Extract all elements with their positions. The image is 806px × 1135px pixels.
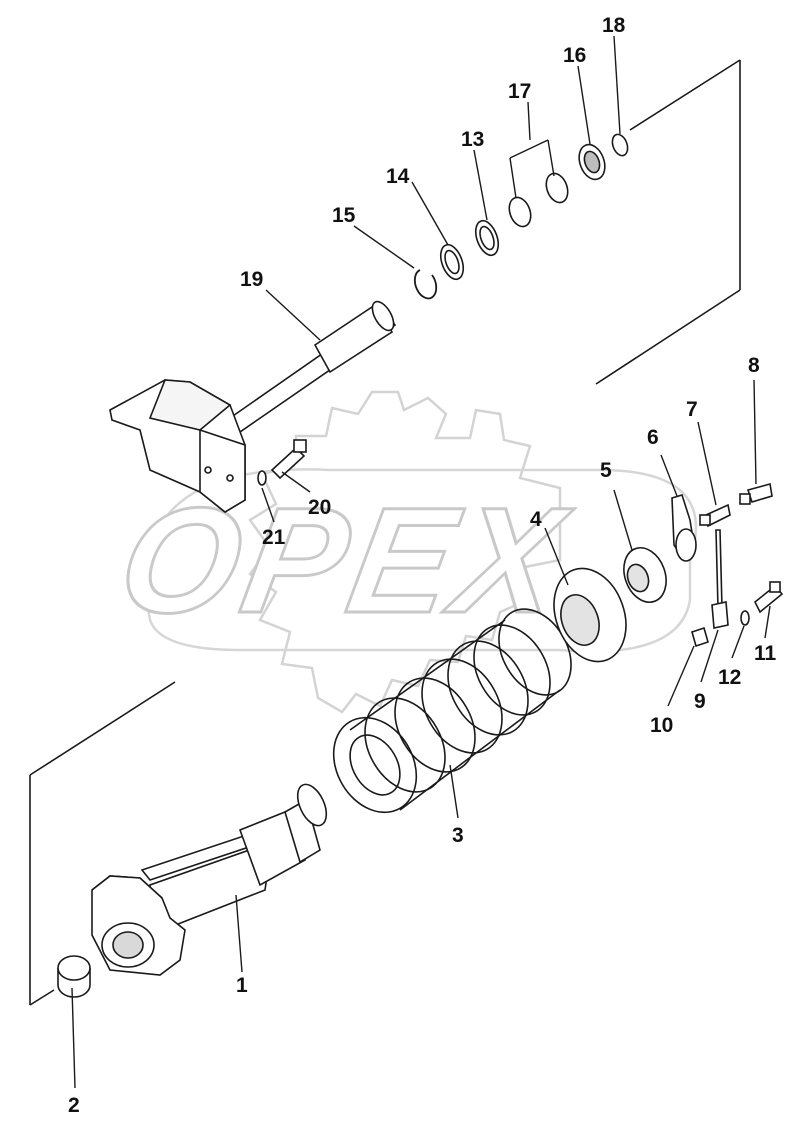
part-18-o-ring (611, 133, 629, 157)
part-2-bushing (57, 955, 91, 998)
part-label: 13 (461, 128, 484, 151)
part-label: 10 (650, 714, 673, 737)
part-6-lock-plate (671, 494, 697, 562)
part-4-plate (553, 567, 627, 663)
part-label: 17 (508, 80, 531, 103)
part-12-washer (740, 610, 750, 626)
part-15-snap-ring (413, 269, 438, 300)
part-14-ring (439, 243, 465, 281)
part-label: 15 (332, 204, 356, 227)
part-label: 11 (754, 642, 777, 665)
part-label: 4 (530, 508, 542, 531)
part-label: 14 (386, 165, 410, 188)
part-17-bushings (508, 172, 569, 228)
part-label: 5 (600, 459, 612, 482)
watermark: OPEX (107, 390, 698, 714)
part-21-washer (257, 470, 267, 486)
part-label: 8 (748, 354, 760, 377)
part-label: 18 (602, 14, 626, 37)
leader-lines (71, 35, 771, 1089)
part-label: 3 (452, 824, 464, 847)
watermark-swoosh (145, 468, 698, 653)
part-11-bolt (753, 581, 784, 614)
part-13-ring (474, 219, 500, 257)
part-20-bolt (270, 439, 307, 480)
part-label: 19 (240, 268, 263, 291)
watermark-text: OPEX (108, 477, 580, 645)
part-3-spring (332, 608, 572, 814)
part-label: 1 (236, 974, 248, 997)
part-label: 2 (68, 1094, 80, 1117)
part-16-seal (578, 143, 606, 181)
part-9-strip (711, 529, 729, 629)
part-label: 6 (647, 426, 659, 449)
part-8-fitting (739, 482, 773, 505)
part-label: 9 (694, 690, 706, 713)
part-label: 20 (308, 496, 331, 519)
part-label: 21 (262, 526, 286, 549)
part-label: 16 (563, 44, 586, 67)
part-label: 7 (686, 398, 698, 421)
part-labels: 1 2 3 4 5 6 7 8 9 10 11 12 13 14 15 16 1… (68, 14, 777, 1117)
frame-lines (29, 59, 741, 1006)
part-7-bolt (699, 503, 731, 528)
part-1-cylinder (91, 783, 328, 976)
part-10-block (691, 626, 709, 648)
part-5-nut (623, 547, 667, 603)
watermark-gear-icon (248, 390, 562, 714)
part-label: 12 (718, 666, 741, 689)
part-19-rod-yoke (109, 300, 397, 513)
